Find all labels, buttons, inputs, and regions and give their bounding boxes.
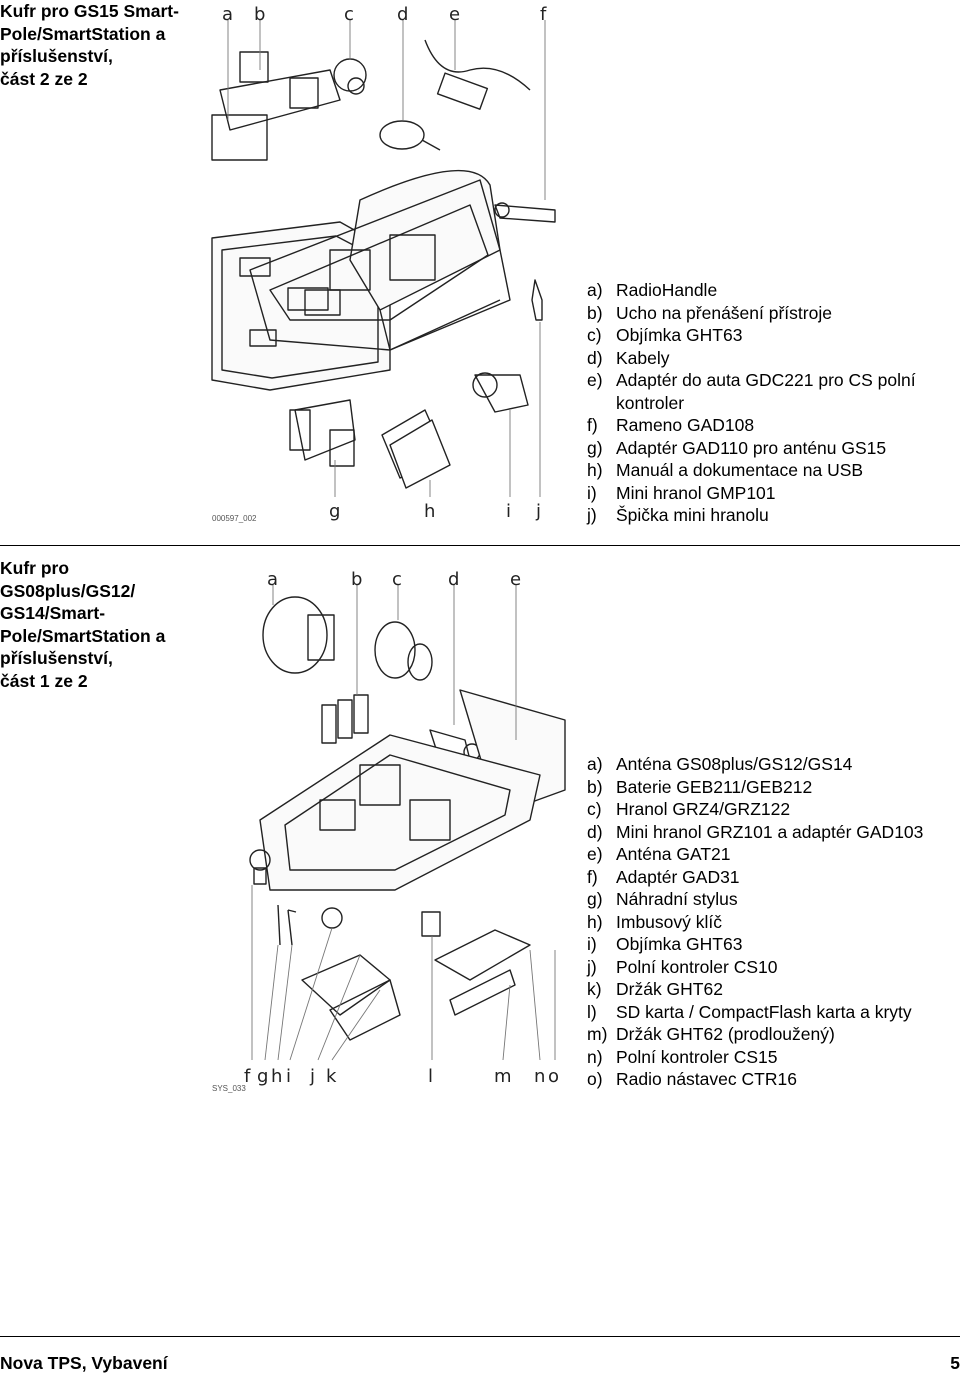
fig1-label-b: b [254,4,265,25]
fig2-label-f: f [244,1066,251,1087]
section1-item-list: a)RadioHandle b)Ucho na přenášení přístr… [587,279,916,527]
case1-illustration: a b c d e f g h i j 000597_002 [211,4,556,523]
fig2-label-d: d [448,569,459,590]
fig2-label-m: m [494,1066,512,1087]
fig1-label-i: i [506,501,511,522]
list-item: m)Držák GHT62 (prodloužený) [587,1024,835,1044]
fig1-label-d: d [397,4,408,25]
fig2-label-o: o [548,1066,559,1087]
page-number: 5 [950,1353,960,1373]
list-item: b)Ucho na přenášení přístroje [587,302,832,323]
fig1-label-f: f [540,4,547,25]
fig2-label-b: b [351,569,362,590]
section2-figure: a b c d e f g h i j k l m n o SYS_033 [210,560,570,1100]
list-item: n)Polní kontroler CS15 [587,1046,778,1067]
list-item: g)Adaptér GAD110 pro anténu GS15 [587,437,887,458]
list-item: o)Radio nástavec CTR16 [587,1069,797,1089]
fig2-label-h: h [271,1066,282,1087]
footer-divider [0,1336,960,1337]
fig2-label-j: j [309,1066,315,1087]
fig2-label-k: k [326,1066,337,1087]
list-item: a)Anténa GS08plus/GS12/GS14 [587,754,853,774]
list-item: k)Držák GHT62 [587,979,723,999]
list-item: d)Mini hranol GRZ101 a adaptér GAD103 [587,821,924,842]
fig2-label-a: a [267,569,278,590]
fig1-label-c: c [344,4,354,25]
fig2-code: SYS_033 [212,1084,246,1093]
section-divider [0,545,960,546]
section1-title: Kufr pro GS15 Smart- Pole/SmartStation a… [0,1,179,89]
list-item: e)Anténa GAT21 [587,844,731,864]
fig1-label-a: a [222,4,233,25]
fig2-label-c: c [392,569,402,590]
list-item: a)RadioHandle [587,280,718,300]
list-item: c)Hranol GRZ4/GRZ122 [587,799,791,819]
section1-figure: a b c d e f g h i j 000597_002 [210,0,570,530]
list-item: h)Manuál a dokumentace na USB [587,460,864,480]
fig2-label-g: g [257,1066,268,1087]
section2-title: Kufr pro GS08plus/GS12/ GS14/Smart- Pole… [0,558,166,691]
fig2-label-l: l [428,1066,433,1087]
fig2-label-e: e [510,569,521,590]
list-item: c)Objímka GHT63 [587,325,743,345]
list-item: l)SD karta / CompactFlash karta a kryty [587,1001,912,1022]
fig1-label-g: g [329,501,340,522]
fig1-label-h: h [424,501,435,522]
fig2-label-n: n [534,1066,545,1087]
list-item: i)Mini hranol GMP101 [587,482,776,503]
list-item: j)Polní kontroler CS10 [587,956,778,977]
list-item: f)Adaptér GAD31 [587,866,740,887]
footer-title: Nova TPS, Vybavení [0,1353,168,1373]
list-item: d)Kabely [587,347,670,368]
case2-illustration: a b c d e f g h i j k l m n o SYS_033 [212,569,566,1093]
fig1-label-e: e [449,4,460,25]
list-item: b)Baterie GEB211/GEB212 [587,776,813,797]
list-item: j)Špička mini hranolu [587,505,769,525]
list-item: h)Imbusový klíč [587,911,722,932]
list-item: e)Adaptér do auta GDC221 pro CS polní ko… [587,370,916,413]
section2-item-list: a)Anténa GS08plus/GS12/GS14 b)Baterie GE… [587,753,923,1091]
list-item: i)Objímka GHT63 [587,934,743,954]
fig1-label-j: j [535,501,541,522]
fig2-label-i: i [286,1066,291,1087]
fig1-code: 000597_002 [212,514,257,523]
list-item: f)Rameno GAD108 [587,415,755,435]
list-item: g)Náhradní stylus [587,889,738,909]
